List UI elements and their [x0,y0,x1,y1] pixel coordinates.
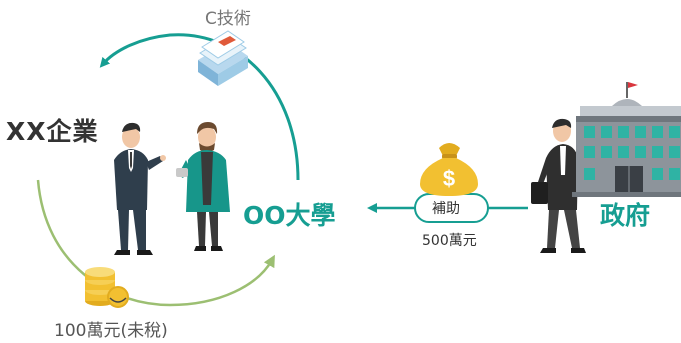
government-label: 政府 [600,201,651,230]
technology-label: C技術 [205,9,251,29]
money-bag-icon: $ [420,143,478,196]
payment-label: 100萬元(未稅) [54,321,168,341]
document-stack-icon [198,30,248,86]
subsidy-label: 補助 [432,201,460,217]
subsidy-amount-label: 500萬元 [422,233,477,249]
technology-transfer-arrow [99,33,300,181]
businessman-figure [114,122,166,255]
official-figure [531,118,586,253]
company-label: XX企業 [6,117,99,146]
payment-arrow [36,179,275,307]
university-label: OO大學 [243,201,336,230]
svg-text:$: $ [443,166,455,191]
researcher-figure [176,122,230,251]
government-building [572,82,681,197]
coin-stack-icon [85,267,129,308]
